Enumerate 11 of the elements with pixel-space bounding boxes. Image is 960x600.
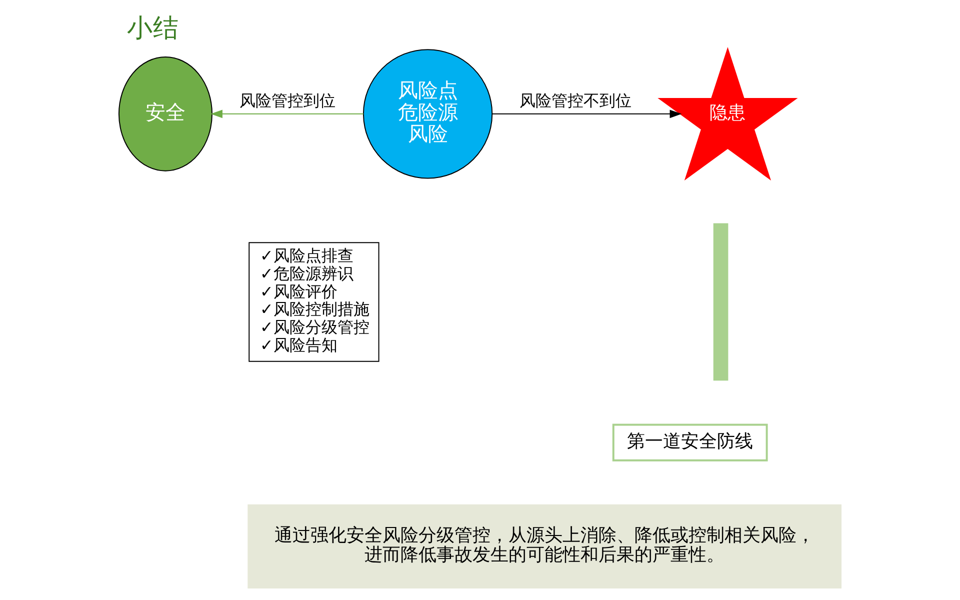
- edge-label: 风险管控不到位: [520, 90, 632, 110]
- node-box: 通过强化安全风险分级管控，从源头上消除、降低或控制相关风险，进而降低事故发生的可能性和后果的严重性。: [248, 504, 842, 589]
- arrow: [210, 110, 364, 118]
- diagram-title: 小结: [127, 14, 180, 44]
- node-ellipse: 安全: [118, 56, 212, 172]
- node-box: ✓风险点排查 ✓危险源辨识 ✓风险评价 ✓风险控制措施 ✓风险分级管控 ✓风险告知: [248, 242, 380, 362]
- node-circle: 风险点 危险源 风险: [362, 49, 493, 179]
- node-bar: [713, 223, 728, 381]
- node-box: 第一道安全防线: [612, 424, 768, 462]
- arrow: [492, 110, 682, 118]
- edge-label: 风险管控到位: [240, 90, 336, 110]
